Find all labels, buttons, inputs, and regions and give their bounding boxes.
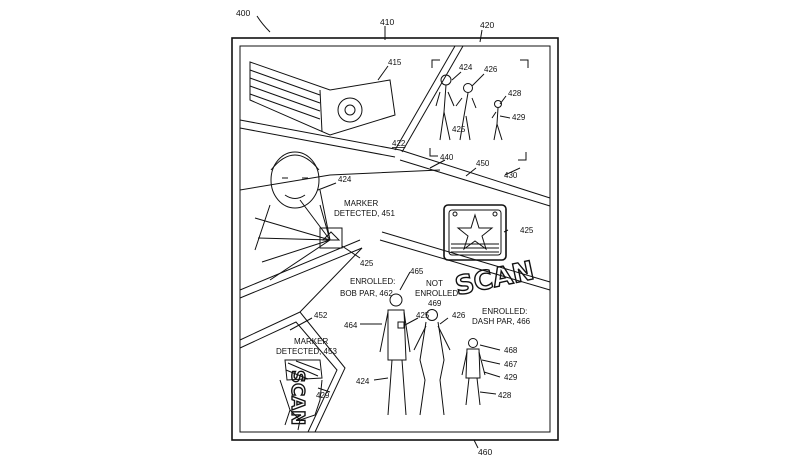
ref-467: 467 xyxy=(504,360,518,369)
marker-453-line2: DETECTED, 453 xyxy=(276,347,337,356)
ref-422: 422 xyxy=(392,139,406,148)
ref-460: 460 xyxy=(478,447,492,457)
enrolled-bob-line1: ENROLLED: xyxy=(350,277,395,286)
ref-426-mid: 426 xyxy=(452,311,466,320)
ref-424-bottom: 424 xyxy=(356,377,370,386)
ref-440: 440 xyxy=(440,153,454,162)
not-enrolled-line2: ENROLLED xyxy=(415,289,458,298)
ref-452: 452 xyxy=(314,311,328,320)
ref-428: 428 xyxy=(508,89,522,98)
outer-frame xyxy=(231,37,559,441)
viewfinder-brackets xyxy=(429,59,529,161)
ref-426: 426 xyxy=(484,65,498,74)
marker-453-line1: MARKER xyxy=(294,337,328,346)
ref-410: 410 xyxy=(380,17,394,27)
star-badge-icon xyxy=(443,204,507,261)
ref-425-mid: 425 xyxy=(416,311,430,320)
ref-425-top: 425 xyxy=(452,125,466,134)
enrolled-dash-line1: ENROLLED: xyxy=(482,307,527,316)
enrolled-dash-line2: DASH PAR, 466 xyxy=(472,317,531,326)
ref-450: 450 xyxy=(476,159,490,168)
not-enrolled-line1: NOT xyxy=(426,279,443,288)
ref-424-face: 424 xyxy=(338,175,352,184)
ref-429-mid: 429 xyxy=(504,373,518,382)
ref-425-badge: 425 xyxy=(520,226,534,235)
ref-464: 464 xyxy=(344,321,358,330)
ref-465: 465 xyxy=(410,267,424,276)
family-walking-icon xyxy=(435,74,503,141)
ref-425-marker: 425 xyxy=(360,259,374,268)
marker-451-line1: MARKER xyxy=(344,199,378,208)
enrolled-bob-line2: BOB PAR, 462 xyxy=(340,289,393,298)
ref-429: 429 xyxy=(512,113,526,122)
ref-430: 430 xyxy=(504,171,518,180)
marker-451-line2: DETECTED, 451 xyxy=(334,209,395,218)
ref-468: 468 xyxy=(504,346,518,355)
marker-451-icon xyxy=(319,227,343,249)
inner-frame xyxy=(239,45,551,433)
enrolled-person-dash-icon xyxy=(461,338,486,406)
hand-wristband-icon xyxy=(279,359,323,431)
ref-420: 420 xyxy=(480,20,494,30)
scan-word-vertical: SCAN xyxy=(287,370,308,425)
ref-469: 469 xyxy=(428,299,442,308)
face-icon xyxy=(254,151,331,251)
detection-rays xyxy=(254,189,331,281)
enrolled-person-bob-icon xyxy=(379,293,411,416)
panel-dividers xyxy=(239,45,551,433)
ref-428-bottom: 428 xyxy=(498,391,512,400)
leader-lines xyxy=(256,15,521,449)
camera-icon xyxy=(249,61,396,136)
ref-415: 415 xyxy=(388,58,402,67)
not-enrolled-person-icon xyxy=(413,309,451,416)
marker-451-star xyxy=(321,231,341,241)
ref-424: 424 xyxy=(459,63,473,72)
ref-400: 400 xyxy=(236,8,250,18)
scan-word: SCAN xyxy=(453,256,537,302)
ref-429-hand: 429 xyxy=(316,391,330,400)
